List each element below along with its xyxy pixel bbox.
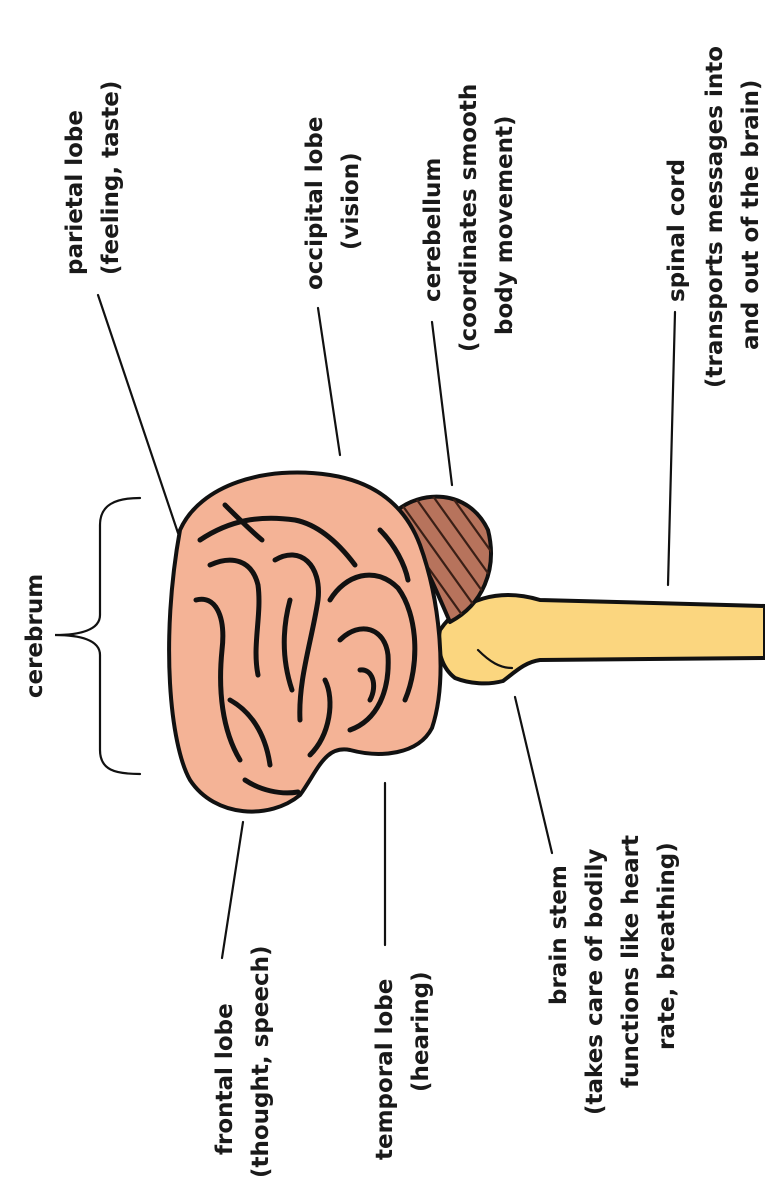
brain-stem-name: brain stem xyxy=(546,865,572,1005)
occipital-lobe-desc: (vision) xyxy=(338,152,364,250)
temporal-lobe-name: temporal lobe xyxy=(372,979,398,1160)
parietal-lobe-name: parietal lobe xyxy=(62,110,88,275)
cerebrum-label: cerebrum xyxy=(22,574,48,698)
cerebrum-brace xyxy=(55,498,140,774)
frontal-lobe-desc: (thought, speech) xyxy=(248,945,274,1178)
temporal-lobe-desc: (hearing) xyxy=(408,971,434,1092)
cerebellum-name: cerebellum xyxy=(420,158,446,302)
cerebellum-leader xyxy=(432,322,452,485)
spinal-cord-name: spinal cord xyxy=(664,159,690,302)
frontal-lobe-name: frontal lobe xyxy=(212,1003,238,1155)
occipital-lobe-leader xyxy=(318,308,340,455)
occipital-lobe-name: occipital lobe xyxy=(302,117,328,290)
spinal-cord-shape xyxy=(439,595,765,683)
spinal-cord-desc-1: (transports messages into xyxy=(702,46,728,388)
brain-stem-desc-1: (takes care of bodily xyxy=(582,849,608,1115)
spinal-cord-desc-2: and out of the brain) xyxy=(738,80,764,350)
cerebellum-desc-1: (coordinates smooth xyxy=(456,84,482,352)
brain-stem-desc-2: functions like heart xyxy=(618,835,644,1088)
brain-stem-desc-3: rate, breathing) xyxy=(654,842,680,1050)
cerebellum-desc-2: body movement) xyxy=(492,115,518,335)
parietal-lobe-desc: (feeling, taste) xyxy=(98,81,124,275)
brain-stem-leader xyxy=(515,697,552,853)
spinal-cord-leader xyxy=(668,312,675,585)
frontal-lobe-leader xyxy=(222,822,243,958)
